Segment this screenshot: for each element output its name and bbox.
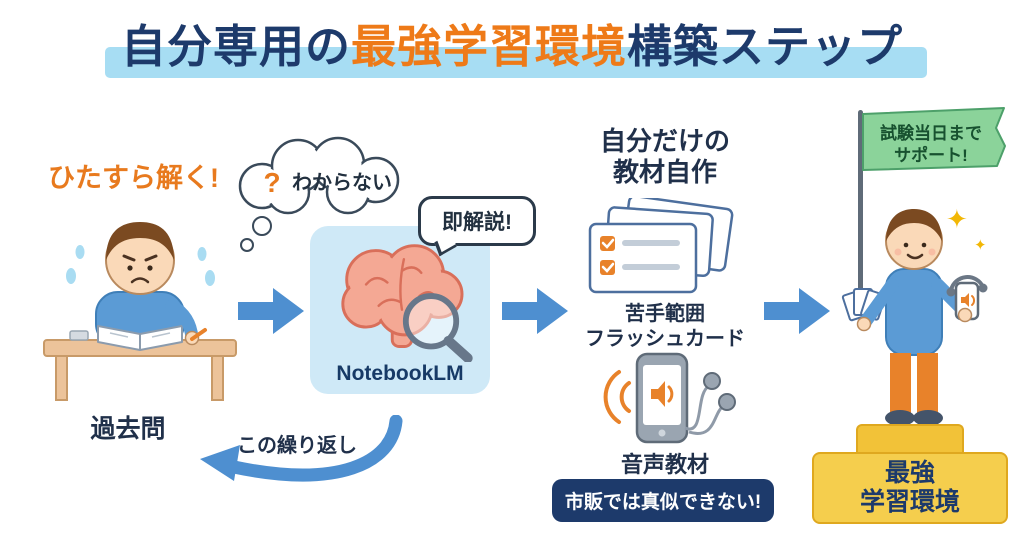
flag-text-line2: サポート! (894, 145, 968, 165)
flashcards-label-line1: 苦手範囲 (625, 303, 705, 325)
flag-icon: 試験当日まで サポート! (858, 107, 1006, 316)
sweat-drops-icon (66, 245, 215, 286)
sparkle-icon-small: ✦ (974, 237, 987, 254)
flashcards-label-line2: フラッシュカード (585, 328, 745, 350)
question-mark-icon: ? (263, 167, 280, 198)
unique-advantage-badge: 市販では真似できない! (552, 479, 774, 522)
page-title: 自分専用の最強学習環境構築ステップ (0, 20, 1024, 78)
standing-student-illustration (841, 209, 988, 426)
sound-waves-icon (603, 370, 631, 424)
title-highlight-band (104, 47, 928, 78)
audio-materials-label: 音声教材 (620, 452, 709, 477)
student-head (885, 209, 943, 270)
dont-understand-text: わからない (292, 171, 392, 194)
audio-phone-icon (603, 352, 736, 444)
podium-label-line2: 学習環境 (859, 488, 960, 516)
headphones-icon (946, 275, 988, 297)
flow-arrow-3 (764, 288, 830, 334)
title-suffix: 構築ステップ (627, 21, 904, 72)
materials-heading: 自分だけの 教材自作 (570, 126, 760, 187)
earphones-icon (684, 372, 736, 435)
keep-solving-label: ひたすら解く! (48, 163, 219, 193)
magnifier-icon (402, 293, 473, 362)
podium-label-line1: 最強 (884, 459, 935, 488)
checkbox-icon (600, 236, 680, 275)
podium: 最強 学習環境 (812, 452, 1008, 524)
materials-heading-line2: 教材自作 (612, 156, 717, 187)
title-prefix: 自分専用の (120, 21, 351, 72)
speech-bubble: 即解説! (418, 196, 536, 257)
past-exams-caption: 過去問 (90, 415, 166, 443)
flashcards-label: 苦手範囲 フラッシュカード (562, 302, 768, 352)
loop-label: この繰り返し (237, 435, 357, 457)
pencil-icon (190, 328, 207, 341)
podium-label: 最強 学習環境 (860, 459, 960, 517)
eraser-icon (69, 330, 89, 341)
title-keyword: 最強学習環境 (350, 21, 627, 72)
speaker-icon (651, 381, 674, 407)
flow-arrow-1 (238, 288, 304, 334)
open-book-icon (97, 325, 183, 351)
materials-heading-line1: 自分だけの (599, 126, 730, 156)
studying-student-illustration (43, 222, 237, 401)
brain-icon (341, 244, 473, 362)
flag-text-line1: 試験当日まで (880, 123, 982, 143)
thought-bubble: ? わからない (238, 136, 400, 215)
thought-trail-dot-large (252, 216, 272, 236)
instant-explanation-text: 即解説! (442, 211, 512, 234)
loop-arrow-icon (200, 415, 403, 482)
student-head (105, 222, 175, 295)
sparkle-icon-large: ✦ (946, 204, 968, 234)
thought-trail-dot-small (240, 238, 254, 252)
flashcards-icon (588, 198, 734, 294)
notebooklm-label: NotebookLM (336, 362, 464, 385)
flow-arrow-2 (502, 288, 568, 334)
